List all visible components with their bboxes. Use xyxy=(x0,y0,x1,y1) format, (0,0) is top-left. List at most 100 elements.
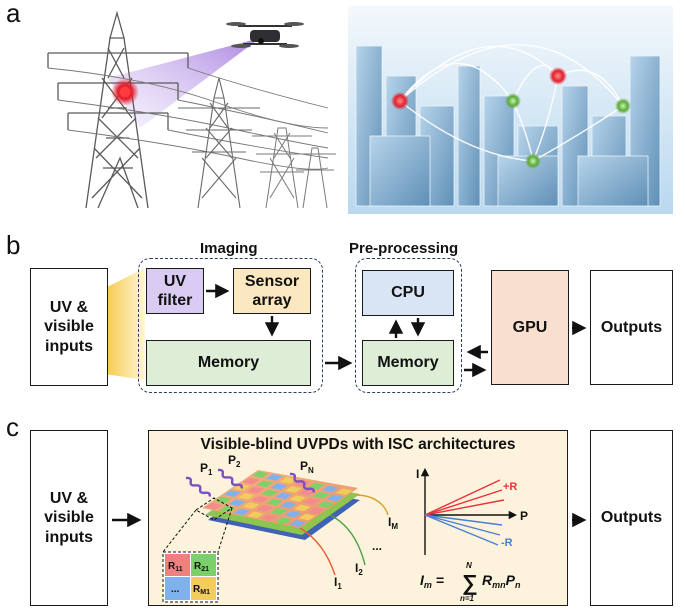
pixel-cell xyxy=(242,477,260,485)
outputs-box-c: Outputs xyxy=(590,430,673,606)
pixel-cell xyxy=(223,490,241,497)
pixel-cell xyxy=(214,496,232,504)
pixel-grid xyxy=(205,471,353,527)
network-node-normal xyxy=(615,98,631,114)
inset-label-r21: R21 xyxy=(194,561,209,573)
pixel-cell xyxy=(256,505,274,512)
pixel-cell xyxy=(270,483,288,490)
photon-waves xyxy=(185,468,315,497)
preprocessing-memory-box: Memory xyxy=(362,340,454,386)
pixel-cell xyxy=(233,508,251,516)
input-box-c: UV & visible inputs xyxy=(30,430,108,606)
inset-label-ellipsis: ... xyxy=(171,584,180,595)
preprocessing-group xyxy=(355,258,462,393)
power-lines xyxy=(47,67,329,170)
uv-filter-box: UV filter xyxy=(146,268,204,314)
pixel-cell xyxy=(307,482,325,490)
pixel-cell xyxy=(247,486,265,494)
svg-text:∑: ∑ xyxy=(462,570,478,595)
inset-label-rm1: RM1 xyxy=(193,584,210,596)
isc-architecture-panel xyxy=(148,430,568,606)
smart-city-network-illustration xyxy=(348,6,673,214)
current-ellipsis: ... xyxy=(372,539,382,553)
pixel-cell xyxy=(284,510,302,518)
pixel-cell xyxy=(228,499,246,507)
network-node-normal xyxy=(525,153,541,169)
plot-y-label: I xyxy=(416,467,419,481)
photon-label-2: P2 xyxy=(228,453,241,469)
gpu-box: GPU xyxy=(491,270,569,385)
svg-text:N: N xyxy=(466,561,472,570)
pixel-cell xyxy=(298,489,316,496)
pixel-cell xyxy=(205,503,223,510)
inset-cell-r21 xyxy=(191,554,216,576)
current-label-2: I2 xyxy=(355,561,363,577)
pixel-cell xyxy=(261,514,279,521)
transmission-tower-medium xyxy=(178,77,260,209)
pixel-cell xyxy=(307,507,325,514)
pixel-cell xyxy=(247,511,265,519)
pixel-cell xyxy=(317,501,335,508)
pixel-cell xyxy=(251,471,269,478)
pixel-cell xyxy=(265,498,283,506)
network-node-alert xyxy=(391,92,409,110)
uv-scan-beam xyxy=(108,38,260,128)
pixel-cell xyxy=(242,502,260,509)
output-current-wires xyxy=(299,494,389,576)
isc-panel-title: Visible-blind UVPDs with ISC architectur… xyxy=(200,436,516,453)
pixel-cell xyxy=(335,488,353,495)
pixel-cell xyxy=(279,501,297,509)
pixel-cell xyxy=(256,480,274,488)
pixel-cell xyxy=(312,491,330,499)
cpu-box: CPU xyxy=(362,270,454,316)
imaging-title: Imaging xyxy=(200,240,258,257)
svg-text:n=1: n=1 xyxy=(460,594,475,603)
fault-hotspot-core xyxy=(120,87,130,97)
pixel-cell xyxy=(237,493,255,500)
current-label-1: I1 xyxy=(334,575,342,591)
city-buildings xyxy=(355,45,661,207)
transmission-tower-small xyxy=(252,127,336,209)
pixel-cell xyxy=(265,474,283,481)
pixel-cell xyxy=(321,485,339,493)
panel-letter-a: a xyxy=(6,0,21,28)
positive-responsivity-lines xyxy=(424,479,505,516)
pixel-cell xyxy=(275,492,293,500)
pixel-cell xyxy=(298,513,316,521)
plot-negative-label: -R xyxy=(501,537,513,549)
pixel-cell xyxy=(251,496,269,503)
photon-label-n: PN xyxy=(300,459,314,475)
network-node-alert xyxy=(549,67,567,85)
plot-positive-label: +R xyxy=(503,481,517,493)
pixel-cell xyxy=(284,486,302,493)
sensor-array-box: Sensor array xyxy=(233,268,311,314)
outputs-box-b: Outputs xyxy=(590,270,673,385)
pixel-cell xyxy=(326,494,344,502)
svg-text:Im =: Im = xyxy=(420,572,444,590)
plot-x-label: P xyxy=(520,509,528,523)
pixel-cell xyxy=(303,498,321,505)
inset-cell-r11 xyxy=(165,554,190,576)
negative-responsivity-lines xyxy=(424,514,503,546)
network-node-normal xyxy=(505,93,521,109)
preprocessing-title: Pre-processing xyxy=(349,240,459,257)
input-light-cone xyxy=(105,268,145,380)
inset-cell-ellipsis xyxy=(165,577,190,600)
input-box-b: UV & visible inputs xyxy=(30,268,108,386)
inset-label-r11: R11 xyxy=(168,561,183,573)
current-label-m: IM xyxy=(388,515,398,531)
panel-letter-b: b xyxy=(6,230,21,260)
svg-text:RmnPn: RmnPn xyxy=(482,572,521,590)
pixel-zoom-inset xyxy=(162,497,233,603)
imaging-group xyxy=(138,258,323,393)
pixel-cell xyxy=(293,504,311,512)
photodetector-array xyxy=(202,470,360,540)
inset-cell-rm1 xyxy=(191,577,216,600)
pixel-cell xyxy=(275,517,293,524)
pixel-cell xyxy=(289,495,307,502)
pixel-cell xyxy=(293,479,311,487)
photon-label-1: P1 xyxy=(200,461,213,477)
power-line-inspection-illustration xyxy=(47,10,336,209)
current-power-plot xyxy=(420,467,518,555)
